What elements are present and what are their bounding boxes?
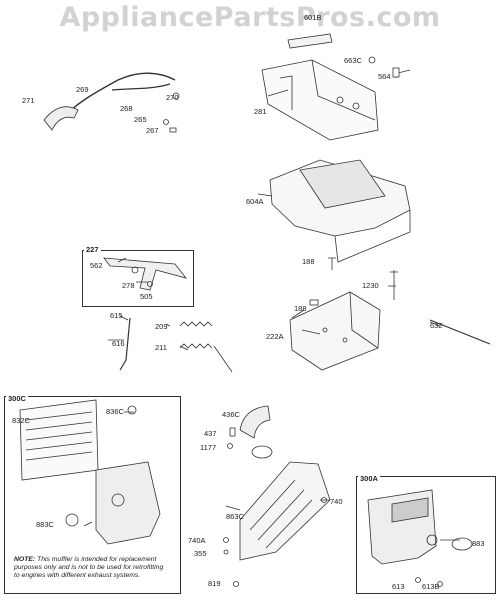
part-label-604a: 604A bbox=[246, 197, 264, 206]
part-label-615: 615 bbox=[110, 311, 123, 320]
part-label-601b: 601B bbox=[304, 13, 322, 22]
part-label-740: 740 bbox=[330, 497, 343, 506]
part-label-613b: 613B bbox=[422, 582, 440, 591]
part-label-1230: 1230 bbox=[362, 281, 379, 290]
part-label-562: 562 bbox=[90, 261, 103, 270]
part-label-269: 269 bbox=[76, 85, 89, 94]
note-prefix: NOTE: bbox=[14, 556, 36, 563]
group-box-300a bbox=[356, 476, 496, 594]
part-label-281: 281 bbox=[254, 107, 267, 116]
part-label-188-lower: 188 bbox=[294, 304, 307, 313]
part-label-265: 265 bbox=[134, 115, 147, 124]
part-label-222a: 222A bbox=[266, 332, 284, 341]
part-label-268: 268 bbox=[120, 104, 133, 113]
group-label-227: 227 bbox=[84, 245, 101, 254]
part-label-616: 616 bbox=[112, 339, 125, 348]
group-box-227 bbox=[82, 250, 194, 307]
group-box-300c bbox=[4, 396, 181, 594]
part-label-355: 355 bbox=[194, 549, 207, 558]
group-label-300c: 300C bbox=[6, 394, 28, 403]
group-label-300a: 300A bbox=[358, 474, 380, 483]
part-label-632: 632 bbox=[430, 321, 443, 330]
note-text: This muffler is intended for replacement… bbox=[14, 556, 164, 580]
part-label-819: 819 bbox=[208, 579, 221, 588]
part-label-267: 267 bbox=[146, 126, 159, 135]
part-label-211: 211 bbox=[155, 343, 167, 352]
part-label-564: 564 bbox=[378, 72, 391, 81]
part-label-188-upper: 188 bbox=[302, 257, 315, 266]
part-label-437: 437 bbox=[204, 429, 217, 438]
part-label-613: 613 bbox=[392, 582, 405, 591]
part-label-436c: 436C bbox=[222, 410, 240, 419]
part-label-883c: 883C bbox=[36, 520, 54, 529]
part-label-278: 278 bbox=[122, 281, 135, 290]
part-label-1177: 1177 bbox=[200, 443, 217, 452]
part-label-270: 270 bbox=[166, 93, 179, 102]
muffler-note: NOTE: This muffler is intended for repla… bbox=[14, 556, 166, 581]
part-label-740a: 740A bbox=[188, 536, 206, 545]
part-label-836c: 836C bbox=[106, 407, 124, 416]
part-label-663c: 663C bbox=[344, 56, 362, 65]
part-label-271: 271 bbox=[22, 96, 35, 105]
part-label-883: 883 bbox=[472, 539, 485, 548]
watermark-logo: AppliancePartsPros.com bbox=[59, 2, 441, 33]
part-label-832c: 832C bbox=[12, 416, 30, 425]
part-label-863c: 863C bbox=[226, 512, 244, 521]
part-label-209: 209 bbox=[155, 322, 168, 331]
part-label-505: 505 bbox=[140, 292, 153, 301]
